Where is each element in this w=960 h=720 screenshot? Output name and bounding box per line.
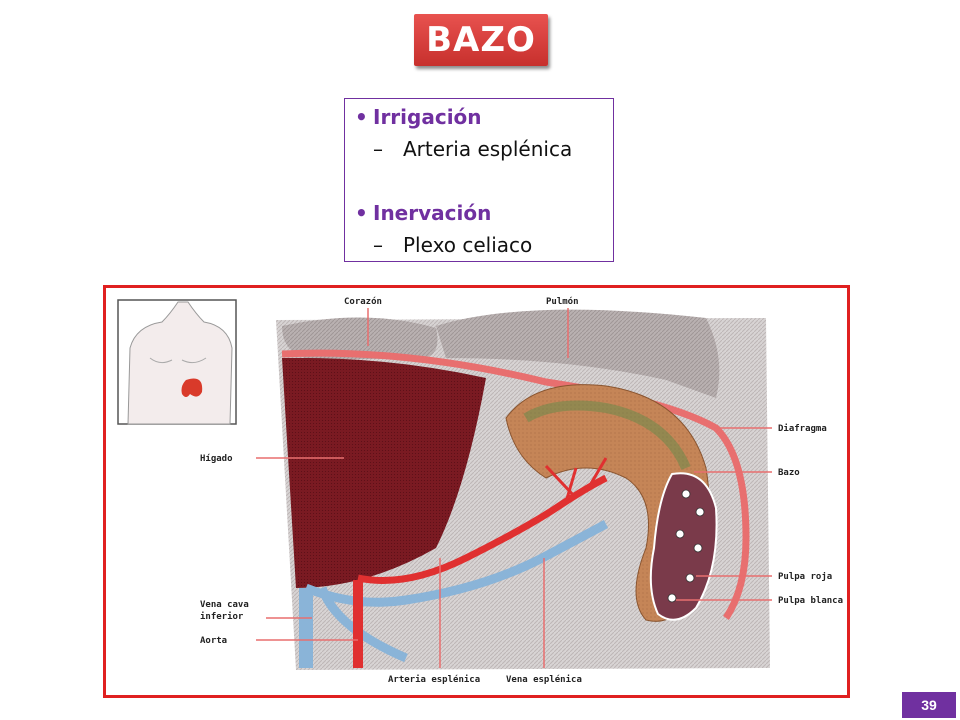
bullet-icon: • bbox=[355, 105, 368, 129]
innervation-heading: •Inervación bbox=[355, 201, 491, 225]
anatomy-figure-frame: Corazón Pulmón Diafragma Bazo Hígado Pul… bbox=[103, 285, 850, 698]
innervation-label: Inervación bbox=[373, 201, 492, 225]
thumbnail-spleen-icon bbox=[181, 378, 203, 397]
info-box: •Irrigación –Arteria esplénica •Inervaci… bbox=[344, 98, 614, 262]
label-white-pulp: Pulpa blanca bbox=[778, 596, 843, 606]
spleen-anatomy-diagram: Corazón Pulmón Diafragma Bazo Hígado Pul… bbox=[117, 296, 843, 685]
splenic-artery-shape bbox=[357, 474, 608, 584]
heart-shape bbox=[282, 317, 438, 360]
irrigation-item: –Arteria esplénica bbox=[373, 137, 572, 161]
dash-icon: – bbox=[373, 137, 383, 161]
liver-shape bbox=[282, 357, 486, 588]
irrigation-item-text: Arteria esplénica bbox=[403, 137, 573, 161]
label-splenic-vein: Vena esplénica bbox=[506, 674, 582, 685]
body-thumbnail bbox=[117, 299, 237, 425]
irrigation-label: Irrigación bbox=[373, 105, 482, 129]
label-heart: Corazón bbox=[344, 296, 382, 307]
bullet-icon: • bbox=[355, 201, 368, 225]
label-vena-cava-line1: Vena cava bbox=[200, 600, 249, 610]
white-pulp-nodules bbox=[667, 489, 705, 603]
label-vena-cava-line2: inferior bbox=[200, 611, 244, 622]
innervation-item-text: Plexo celiaco bbox=[403, 233, 533, 257]
dash-icon: – bbox=[373, 233, 383, 257]
innervation-item: –Plexo celiaco bbox=[373, 233, 532, 257]
label-splenic-artery: Arteria esplénica bbox=[388, 674, 480, 685]
label-spleen: Bazo bbox=[778, 468, 800, 478]
page-number-badge: 39 bbox=[902, 692, 956, 718]
label-lung: Pulmón bbox=[546, 296, 579, 307]
label-red-pulp: Pulpa roja bbox=[778, 571, 832, 582]
lung-shape bbox=[436, 309, 720, 398]
slide-title: BAZO bbox=[414, 14, 548, 66]
label-diaphragm: Diafragma bbox=[778, 423, 827, 434]
label-liver: Hígado bbox=[200, 454, 233, 464]
diaphragm-shape bbox=[281, 349, 750, 620]
label-aorta: Aorta bbox=[200, 636, 227, 646]
irrigation-heading: •Irrigación bbox=[355, 105, 482, 129]
